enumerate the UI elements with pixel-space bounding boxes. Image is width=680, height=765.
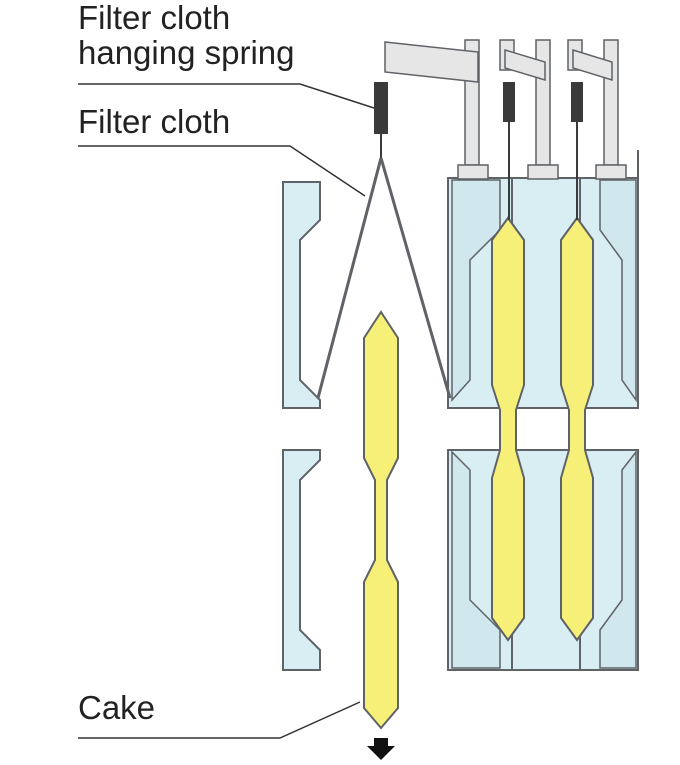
spring-plate-3 (571, 82, 583, 122)
filter-cloth (316, 157, 452, 399)
open-plate-hanger (374, 41, 479, 158)
filter-plate-assembly (447, 150, 639, 671)
cake-in-chamber-2 (560, 216, 594, 642)
open-plate-left (282, 181, 321, 671)
label-cake: Cake (78, 689, 156, 726)
cake-in-chamber-1 (491, 216, 525, 642)
spring-plate-2 (503, 82, 515, 122)
closed-plate-hangers (457, 39, 627, 220)
leader-lines (78, 83, 375, 739)
chamber-cakes (491, 216, 594, 642)
label-filter-cloth: Filter cloth (78, 103, 231, 140)
leader-cloth (78, 145, 366, 197)
discharge-arrow-icon (367, 738, 395, 760)
discharged-cake (363, 310, 399, 730)
label-filter-cloth-hanging-spring-line1: Filter cloth (78, 0, 231, 36)
leader-spring (78, 83, 375, 109)
filter-cloth-hanging-spring (374, 82, 388, 134)
leader-cake (78, 701, 361, 739)
label-filter-cloth-hanging-spring-line2: hanging spring (78, 34, 295, 71)
